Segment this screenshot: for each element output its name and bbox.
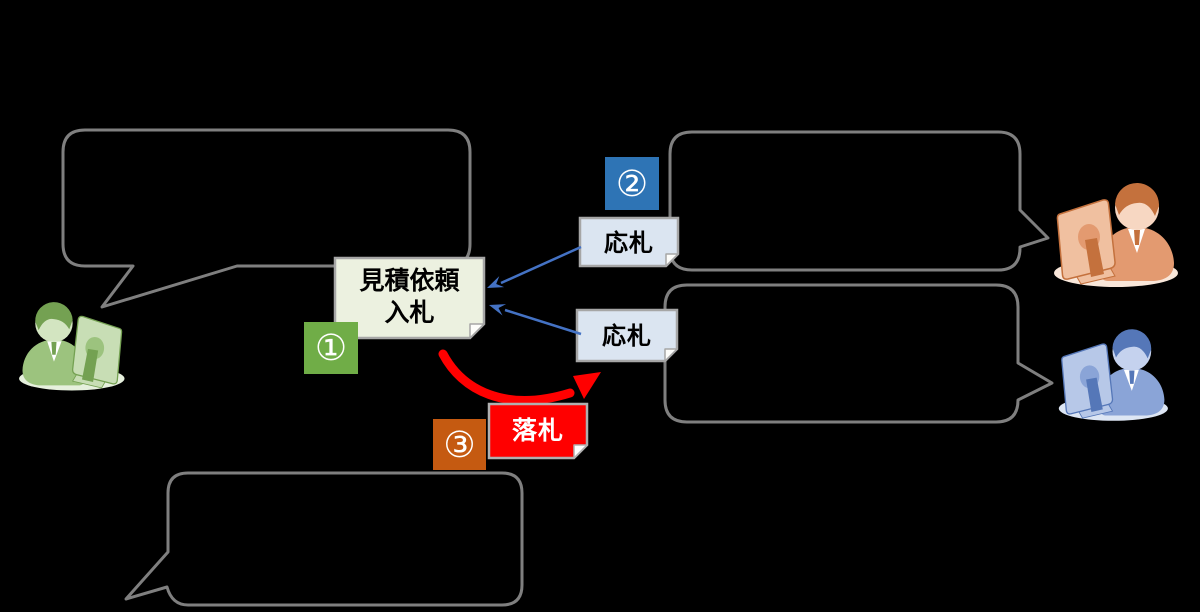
speech-bubble-buyer — [61, 128, 472, 309]
person-tie — [1129, 370, 1135, 384]
buyer-person-icon — [19, 302, 125, 391]
bid-arrow-2 — [489, 304, 582, 336]
bid-note-1-shape — [578, 216, 680, 268]
person-tie — [51, 342, 57, 355]
step-badge-3: ③ — [433, 419, 486, 470]
bid-note-1-fold — [665, 253, 679, 267]
monitor-stand — [1086, 377, 1103, 412]
speech-bubble-supplier-bottom — [663, 283, 1054, 424]
award-note-fold — [573, 444, 588, 459]
step-badge-2: ② — [605, 157, 659, 210]
speech-bubble-supplier-top — [668, 130, 1050, 272]
bid-note-2-shape — [575, 308, 679, 363]
person-hair — [1112, 329, 1152, 359]
supplier-bottom-person-icon — [1058, 329, 1168, 421]
bid-note-2-fold — [664, 348, 678, 362]
bid-arrow-1 — [487, 245, 582, 288]
rfq-note-fold — [469, 323, 485, 339]
award-arrow — [438, 349, 575, 405]
person-torso — [1099, 367, 1165, 416]
monitor-stand — [82, 348, 99, 382]
award-note-shape — [487, 402, 589, 460]
person-torso — [1100, 226, 1174, 281]
person-torso — [22, 339, 85, 386]
supplier-top-person-icon — [1054, 182, 1178, 287]
award-arrowhead — [573, 372, 601, 399]
monitor-stand — [1085, 238, 1104, 277]
person-tie — [1134, 230, 1140, 245]
speech-bubble-bottom — [124, 471, 524, 607]
person-hair — [35, 302, 73, 331]
person-hair — [1115, 182, 1160, 216]
step-badge-1: ① — [304, 322, 358, 374]
